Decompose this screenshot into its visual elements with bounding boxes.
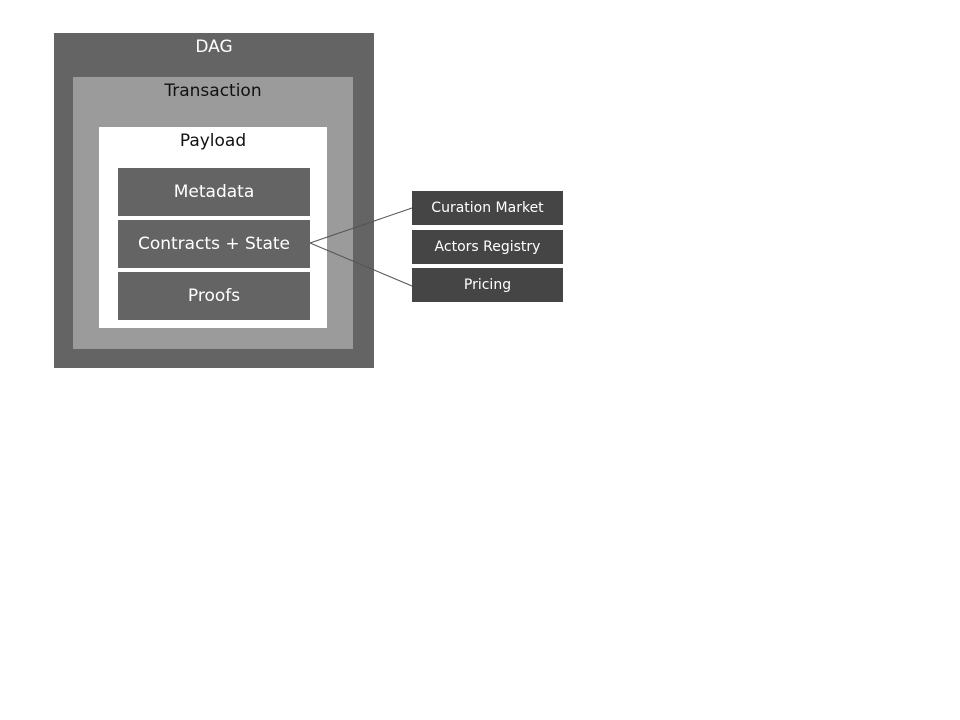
connector-to-pricing xyxy=(309,242,413,287)
pricing-box: Pricing xyxy=(412,268,563,302)
curation-market-box: Curation Market xyxy=(412,191,563,225)
payload-label: Payload xyxy=(179,131,247,151)
connector-to-curation-market xyxy=(309,207,413,244)
dag-container: DAG Transaction Payload Metadata Contrac… xyxy=(54,33,374,368)
transaction-label: Transaction xyxy=(164,81,262,101)
metadata-block: Metadata xyxy=(118,168,310,216)
contracts-state-block: Contracts + State xyxy=(118,220,310,268)
proofs-block: Proofs xyxy=(118,272,310,320)
transaction-container: Transaction Payload Metadata Contracts +… xyxy=(73,77,353,349)
payload-container: Payload Metadata Contracts + State Proof… xyxy=(99,127,327,328)
dag-label: DAG xyxy=(195,37,233,57)
actors-registry-box: Actors Registry xyxy=(412,230,563,264)
